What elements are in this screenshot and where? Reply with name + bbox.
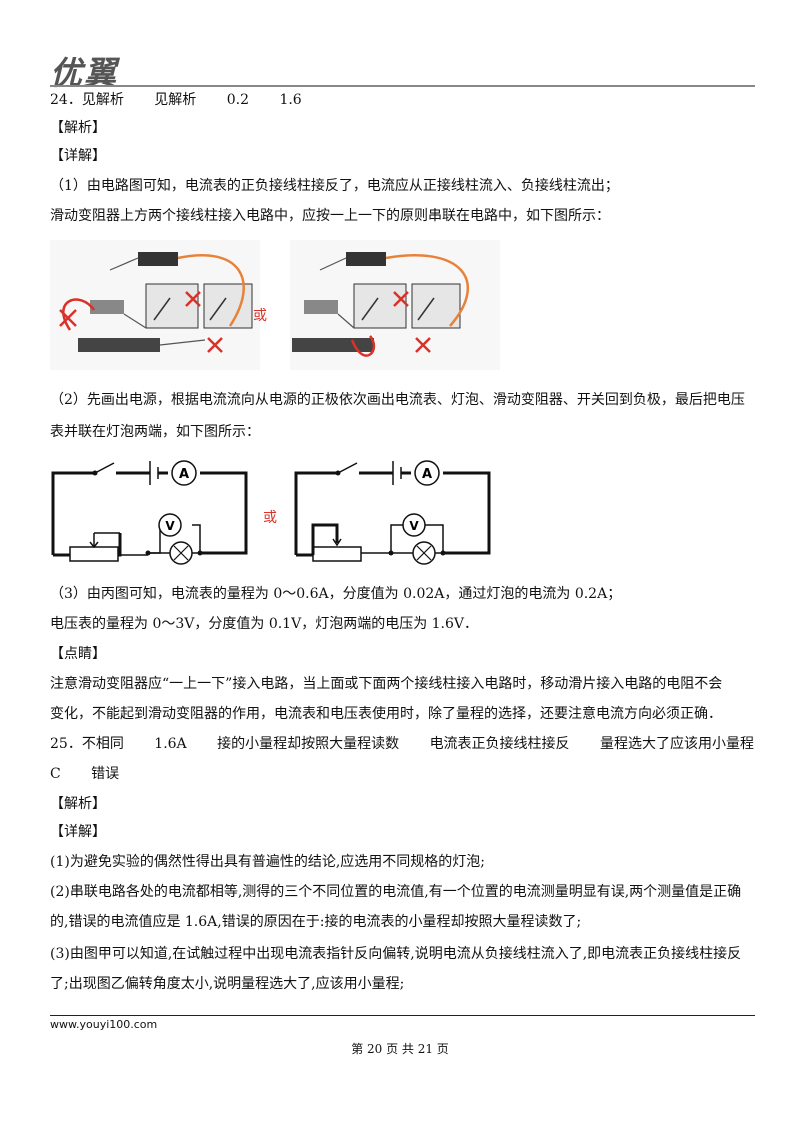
or-label-photo: 或 <box>253 308 267 324</box>
voltmeter-symbol-left: V <box>165 519 175 533</box>
q24-p2-line2: 表并联在灯泡两端，如下图所示： <box>50 424 260 440</box>
q25-answer-2: 1.6A <box>154 736 187 752</box>
q24-jiexi-heading: 【解析】 <box>50 120 106 136</box>
footer-url[interactable]: www.youyi100.com <box>50 1018 158 1031</box>
q25-answer-line: 25．不相同 1.6A 接的小量程却按照大量程读数 电流表正负接线柱接反 量程选… <box>50 734 780 754</box>
q24-note-line1: 注意滑动变阻器应“一上一下”接入电路，当上面或下面两个接线柱接入电路时，移动滑片… <box>50 676 723 692</box>
logo: 优翼 <box>50 54 119 92</box>
apparatus-photo-right <box>290 240 500 370</box>
q25-p3-line1: (3)由图甲可以知道,在试触过程中出现电流表指针反向偏转,说明电流从负接线柱流入… <box>50 946 742 962</box>
q25-xiangjie-heading: 【详解】 <box>50 824 106 840</box>
ammeter-symbol-left: A <box>179 467 189 482</box>
q25-answer-1: 25．不相同 <box>50 736 124 752</box>
q25-jiexi-heading: 【解析】 <box>50 796 106 812</box>
q24-note-line2: 变化，不能起到滑动变阻器的作用，电流表和电压表使用时，除了量程的选择，还要注意电… <box>50 706 722 722</box>
q25-answer-7: 错误 <box>91 766 120 782</box>
q24-answer-3: 0.2 <box>226 92 249 108</box>
q24-answer-line: 24．见解析 见解析 0.2 1.6 <box>50 90 328 110</box>
q24-answer-4: 1.6 <box>279 92 302 108</box>
page-number: 第 20 页 共 21 页 <box>351 1042 449 1056</box>
q24-answer-1: 24．见解析 <box>50 92 124 108</box>
ammeter-symbol-right: A <box>422 467 432 482</box>
q24-p1-line2: 滑动变阻器上方两个接线柱接入电路中，应按一上一下的原则串联在电路中，如下图所示： <box>50 208 610 224</box>
q25-answer-4: 电流表正负接线柱接反 <box>429 736 570 752</box>
header-divider <box>50 85 755 87</box>
q25-p1: (1)为避免实验的偶然性得出具有普遍性的结论,应选用不同规格的灯泡; <box>50 854 485 870</box>
q24-p1-line1: （1）由电路图可知，电流表的正负接线柱接反了，电流应从正接线柱流入、负接线柱流出… <box>50 178 619 194</box>
q25-answer-6: C <box>50 766 61 782</box>
q25-p2-line1: (2)串联电路各处的电流都相等,测得的三个不同位置的电流值,有一个位置的电流测量… <box>50 884 742 900</box>
q25-answer-3: 接的小量程却按照大量程读数 <box>217 736 400 752</box>
q24-p2-line1: （2）先画出电源，根据电流流向从电源的正极依次画出电流表、灯泡、滑动变阻器、开关… <box>50 392 745 408</box>
circuit-diagram-left: A V <box>51 460 248 565</box>
q25-answer-line2: C 错误 <box>50 764 145 784</box>
q24-p3-line2: 电压表的量程为 0～3V，分度值为 0.1V，灯泡两端的电压为 1.6V． <box>50 616 479 632</box>
q25-answer-5: 量程选大了应该用小量程 <box>600 736 755 752</box>
q24-xiangjie-heading: 【详解】 <box>50 148 106 164</box>
apparatus-photo-left <box>50 240 260 370</box>
or-label-circuit: 或 <box>263 510 277 526</box>
q24-dianjing-heading: 【点睛】 <box>50 646 106 662</box>
circuit-diagram-right: A V <box>294 460 491 565</box>
q24-p3-line1: （3）由丙图可知，电流表的量程为 0～0.6A，分度值为 0.02A，通过灯泡的… <box>50 586 622 602</box>
q25-p2-line2: 的,错误的电流值应是 1.6A,错误的原因在于:接的电流表的小量程却按照大量程读… <box>50 914 582 930</box>
footer-divider <box>50 1015 755 1016</box>
voltmeter-symbol-right: V <box>409 519 419 533</box>
q24-answer-2: 见解析 <box>154 92 197 108</box>
q25-p3-line2: 了;出现图乙偏转角度太小,说明量程选大了,应该用小量程; <box>50 976 405 992</box>
